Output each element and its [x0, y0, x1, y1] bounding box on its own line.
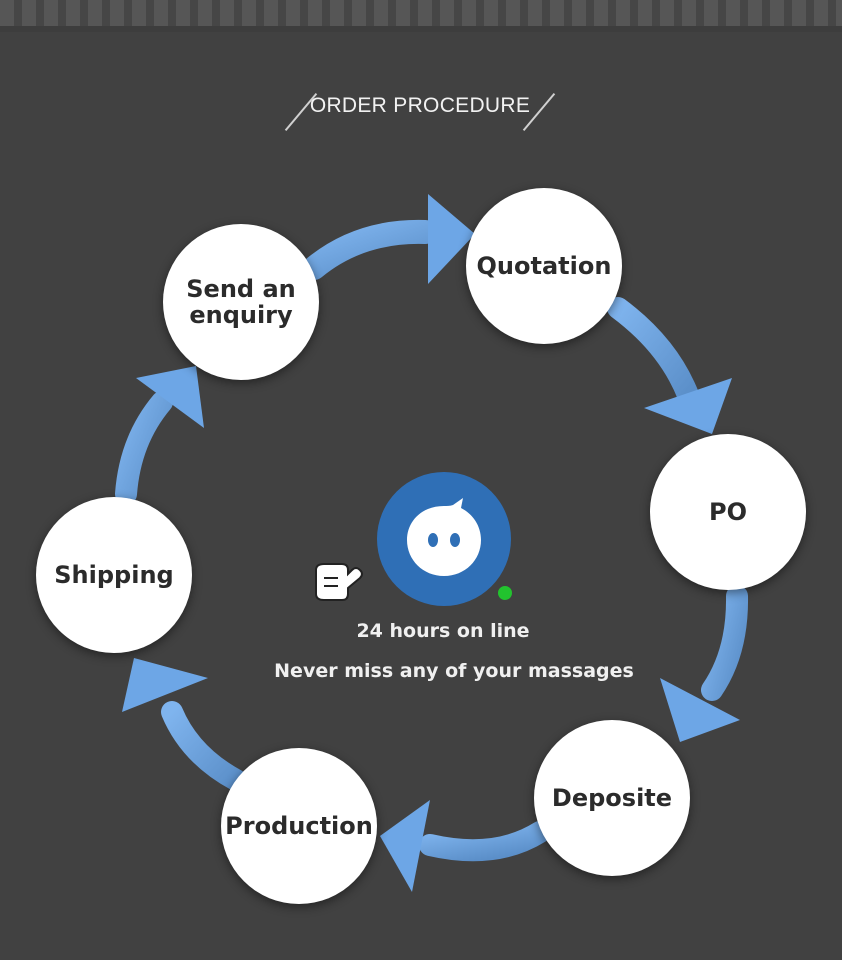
step-quotation: Quotation [466, 188, 622, 344]
pointing-hand-icon [308, 548, 368, 604]
decorative-top-strip [0, 0, 842, 32]
step-label: Deposite [551, 783, 673, 812]
online-status-dot [498, 586, 512, 600]
step-label: Quotation [476, 251, 612, 280]
step-deposite: Deposite [534, 720, 690, 876]
arrow-deposite-to-production [380, 800, 551, 892]
step-po: PO [650, 434, 806, 590]
chat-bot-icon[interactable] [377, 472, 511, 606]
online-hours-text: 24 hours on line [356, 620, 530, 642]
step-send-enquiry: Send an enquiry [163, 224, 319, 380]
arrow-quotation-to-po [607, 297, 732, 434]
step-label: Production [225, 811, 373, 840]
step-shipping: Shipping [36, 497, 192, 653]
arrow-po-to-deposite [660, 585, 749, 742]
arrow-shipping-to-enquiry [115, 366, 204, 505]
step-label: PO [709, 497, 747, 526]
step-label: Shipping [54, 560, 174, 589]
arrow-production-to-shipping [122, 658, 247, 791]
step-label: Send an enquiry [186, 274, 296, 329]
arrow-enquiry-to-quotation [302, 194, 475, 284]
step-production: Production [221, 748, 377, 904]
title-block: ORDER PROCEDURE [280, 88, 560, 134]
message-promise-text: Never miss any of your massages [274, 660, 634, 682]
page-title: ORDER PROCEDURE [309, 94, 531, 117]
